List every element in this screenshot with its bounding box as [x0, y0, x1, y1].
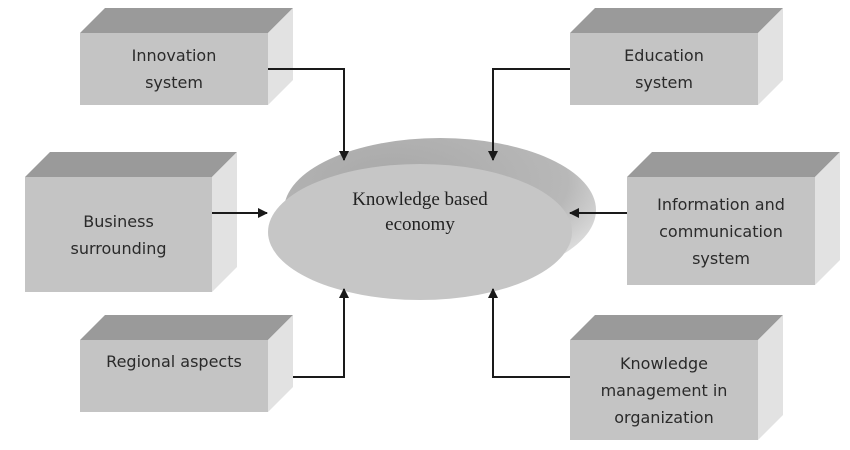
arrow-innovation [268, 68, 349, 161]
box-side-face [268, 8, 293, 105]
label-line: communication [659, 221, 783, 241]
box-front-face [570, 340, 758, 440]
label-line: Information and [657, 194, 785, 214]
box-top-face [627, 152, 840, 177]
arrow-education [488, 68, 570, 161]
center-label: Knowledge based economy [300, 187, 540, 237]
box-ict [627, 152, 840, 285]
label-line: system [692, 248, 750, 268]
label-line: management in [600, 380, 728, 400]
box-front-face [25, 177, 212, 292]
label-line: Education [624, 46, 704, 65]
box-regional-label: Regional aspects [80, 340, 268, 412]
box-top-face [570, 8, 783, 33]
box-regional [80, 315, 293, 412]
label-line: Regional aspects [106, 352, 242, 371]
box-innovation [80, 8, 293, 105]
arrow-km [488, 288, 570, 378]
label-line: Business [83, 211, 154, 231]
box-innovation-label: Innovation system [80, 33, 268, 105]
box-km-label: Knowledge management in organization [570, 340, 758, 440]
box-km [570, 315, 783, 440]
box-education [570, 8, 783, 105]
label-line: Innovation [131, 46, 217, 65]
box-front-face [80, 340, 268, 412]
box-education-label: Education system [570, 33, 758, 105]
box-front-face [570, 33, 758, 105]
center-label-line2: economy [385, 214, 455, 235]
arrow-regional [293, 288, 349, 378]
label-line: system [145, 73, 203, 92]
box-ict-label: Information and communication system [627, 177, 815, 285]
box-business-label: Business surrounding [25, 177, 212, 292]
box-front-face [627, 177, 815, 285]
box-top-face [80, 8, 293, 33]
box-side-face [212, 152, 237, 292]
box-top-face [570, 315, 783, 340]
box-business [25, 152, 237, 292]
label-line: system [635, 73, 693, 92]
box-top-face [80, 315, 293, 340]
label-line: Knowledge [620, 353, 708, 373]
box-side-face [758, 8, 783, 105]
box-side-face [268, 315, 293, 412]
center-label-line1: Knowledge based [352, 189, 488, 210]
box-top-face [25, 152, 237, 177]
label-line: organization [614, 407, 714, 427]
box-side-face [815, 152, 840, 285]
knowledge-economy-ellipse [268, 138, 596, 300]
box-front-face [80, 33, 268, 105]
label-line: surrounding [70, 238, 167, 258]
box-side-face [758, 315, 783, 440]
